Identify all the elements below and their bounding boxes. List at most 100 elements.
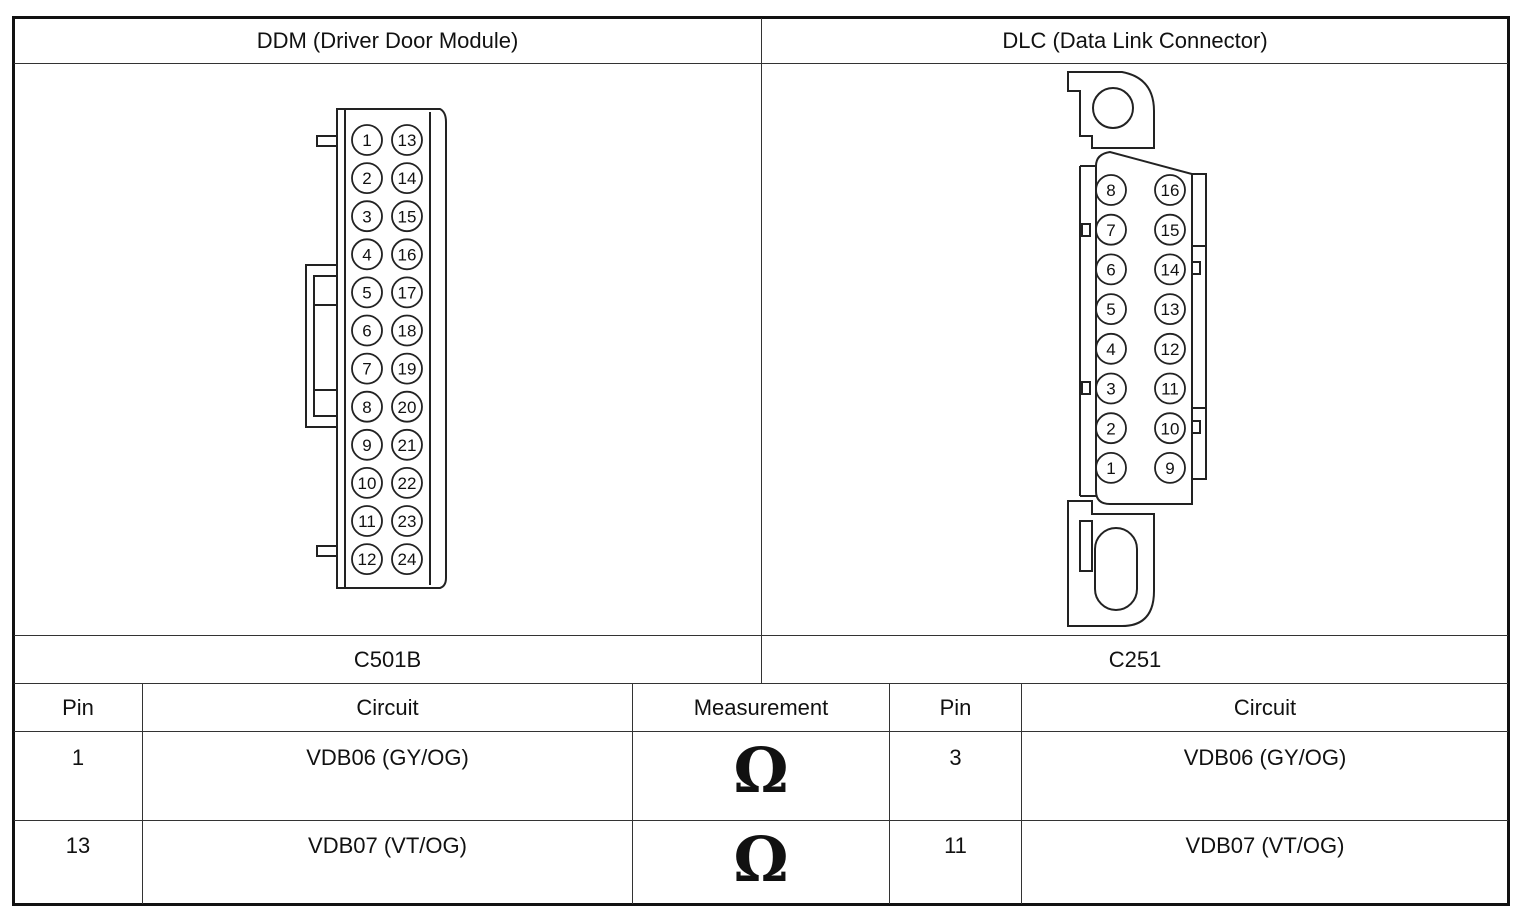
ddm-pin-label-11: 11: [358, 512, 376, 531]
ddm-pin-11: [351, 505, 383, 537]
dlc-pin-3: [1095, 372, 1127, 405]
dlc-pin-2: [1095, 412, 1127, 445]
dlc-pin-8: [1095, 174, 1127, 206]
ddm-pin-7: [351, 352, 383, 385]
ddm-pin-9: [351, 428, 383, 461]
ddm-pin-label-15: 15: [398, 207, 417, 226]
ddm-pin-label-16: 16: [398, 245, 417, 264]
dlc-pin-label-1: 1: [1106, 459, 1115, 478]
ddm-pin-label-6: 6: [362, 322, 371, 341]
ddm-connector-id: C501B: [353, 646, 422, 672]
dlc-pin-label-15: 15: [1161, 221, 1180, 240]
ddm-pin-label-7: 7: [362, 360, 371, 379]
dlc-pin-10: [1154, 412, 1186, 445]
dlc-pin-11: [1154, 372, 1186, 405]
dlc-pin-label-13: 13: [1161, 300, 1180, 319]
ddm-pin-label-8: 8: [362, 398, 371, 417]
ddm-pin-10: [351, 466, 383, 499]
rule: [14, 683, 1508, 684]
ddm-pin-20: [391, 390, 423, 423]
ddm-pin-8: [351, 390, 383, 423]
ddm-pin-24: [391, 543, 423, 576]
ddm-pin-12: [351, 543, 383, 576]
ddm-pin-label-10: 10: [358, 474, 377, 493]
ddm-pin-label-1: 1: [362, 131, 371, 150]
rule: [889, 683, 890, 904]
dlc-pin-6: [1095, 253, 1127, 286]
ddm-pin-14: [391, 162, 423, 194]
row1-pin-b: 3: [949, 745, 962, 770]
ddm-pin-label-4: 4: [362, 245, 371, 264]
dlc-pin-4: [1095, 332, 1127, 365]
diagram-frame: [12, 16, 1510, 906]
ddm-pin-label-24: 24: [398, 550, 417, 569]
dlc-pin-7: [1095, 213, 1127, 246]
dlc-pin-label-6: 6: [1106, 261, 1115, 280]
ddm-pin-4: [351, 238, 383, 271]
header-measurement: Measurement: [693, 694, 829, 720]
ddm-pin-19: [391, 352, 423, 385]
ohm-symbol: Ω: [733, 823, 789, 896]
row1-pin-a: 1: [71, 745, 85, 770]
ddm-pin-21: [391, 428, 423, 461]
dlc-pin-14: [1154, 253, 1186, 286]
dlc-pin-12: [1154, 332, 1186, 365]
ddm-title: DDM (Driver Door Module): [256, 27, 519, 53]
rule: [142, 683, 143, 904]
ddm-pin-23: [391, 505, 423, 537]
ddm-pin-label-5: 5: [362, 284, 371, 303]
ddm-pin-3: [351, 200, 383, 233]
dlc-pin-label-10: 10: [1161, 419, 1180, 438]
header-circuit-a: Circuit: [356, 694, 419, 720]
ddm-pin-5: [351, 276, 383, 309]
ddm-pin-label-22: 22: [398, 474, 417, 493]
dlc-connector-id: C251: [1108, 646, 1162, 672]
rule: [632, 683, 633, 904]
ddm-pin-label-14: 14: [398, 169, 417, 188]
dlc-pin-1: [1095, 451, 1127, 484]
ddm-pin-label-21: 21: [398, 436, 417, 455]
dlc-pin-label-8: 8: [1106, 181, 1115, 200]
ddm-pin-22: [391, 466, 423, 499]
ddm-pin-13: [391, 124, 423, 156]
header-circuit-b: Circuit: [1233, 694, 1297, 720]
header-pin-a: Pin: [62, 694, 94, 720]
dlc-pin-label-3: 3: [1106, 380, 1115, 399]
ddm-pin-17: [391, 276, 423, 309]
row2-circuit-b: VDB07 (VT/OG): [1185, 833, 1345, 858]
dlc-pin-label-2: 2: [1106, 419, 1115, 438]
row2-pin-a: 13: [65, 833, 91, 858]
ddm-pin-label-12: 12: [358, 550, 377, 569]
dlc-pin-16: [1154, 174, 1186, 206]
dlc-title: DLC (Data Link Connector): [1002, 27, 1268, 53]
dlc-pin-5: [1095, 293, 1127, 326]
row2-circuit-a: VDB07 (VT/OG): [308, 833, 467, 858]
dlc-pin-label-9: 9: [1165, 459, 1174, 478]
dlc-pin-label-5: 5: [1106, 300, 1115, 319]
ddm-pin-label-18: 18: [398, 322, 417, 341]
dlc-pin-9: [1154, 451, 1186, 484]
dlc-pin-label-7: 7: [1106, 221, 1115, 240]
row1-circuit-b: VDB06 (GY/OG): [1183, 745, 1347, 770]
ohm-symbol: Ω: [733, 734, 789, 807]
ddm-pin-label-13: 13: [398, 131, 417, 150]
dlc-pin-15: [1154, 213, 1186, 246]
rule: [14, 731, 1508, 732]
ddm-pin-label-19: 19: [398, 360, 417, 379]
ddm-pin-label-9: 9: [362, 436, 371, 455]
header-pin-b: Pin: [939, 694, 972, 720]
rule: [761, 18, 762, 683]
row2-pin-b: 11: [944, 833, 967, 858]
rule: [1021, 683, 1022, 904]
ddm-pin-label-3: 3: [362, 207, 371, 226]
ddm-pin-2: [351, 162, 383, 194]
ddm-pin-16: [391, 238, 423, 271]
ddm-pin-15: [391, 200, 423, 233]
ddm-pin-18: [391, 314, 423, 347]
ddm-pin-6: [351, 314, 383, 347]
row1-circuit-a: VDB06 (GY/OG): [306, 745, 469, 770]
